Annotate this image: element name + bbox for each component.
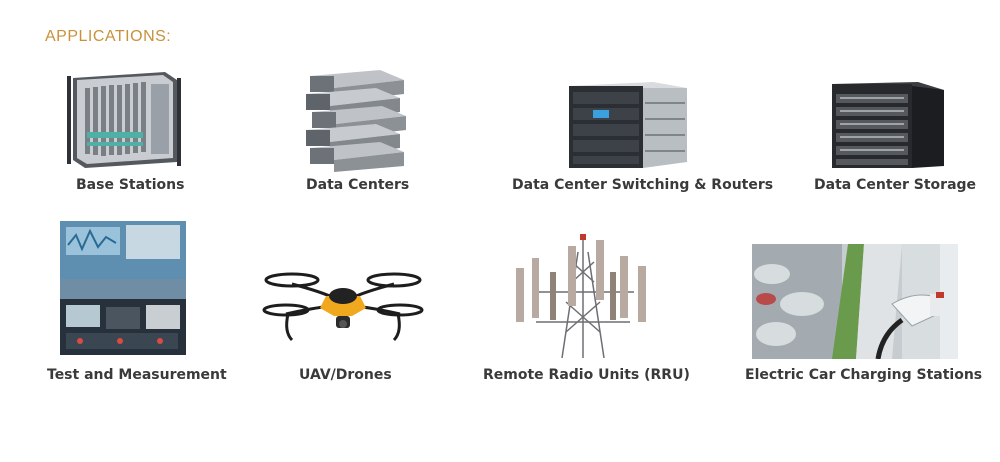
rack-switch-image bbox=[565, 80, 690, 172]
lab-equipment-image bbox=[60, 221, 186, 355]
server-stack-image bbox=[300, 68, 410, 173]
base-station-image bbox=[65, 70, 185, 170]
application-label: Base Stations bbox=[76, 177, 185, 193]
application-label: UAV/Drones bbox=[299, 367, 392, 383]
drone-image bbox=[262, 262, 424, 352]
application-label: Data Center Switching & Routers bbox=[512, 177, 774, 193]
application-label: Data Centers bbox=[306, 177, 410, 193]
application-label: Electric Car Charging Stations bbox=[745, 367, 983, 383]
application-label: Data Center Storage bbox=[814, 177, 977, 193]
cell-tower-image bbox=[512, 232, 654, 359]
storage-rack-image bbox=[828, 80, 946, 172]
application-label: Remote Radio Units (RRU) bbox=[483, 367, 690, 383]
section-heading: APPLICATIONS: bbox=[45, 28, 172, 45]
ev-charger-image bbox=[752, 244, 958, 360]
application-label: Test and Measurement bbox=[47, 367, 227, 383]
